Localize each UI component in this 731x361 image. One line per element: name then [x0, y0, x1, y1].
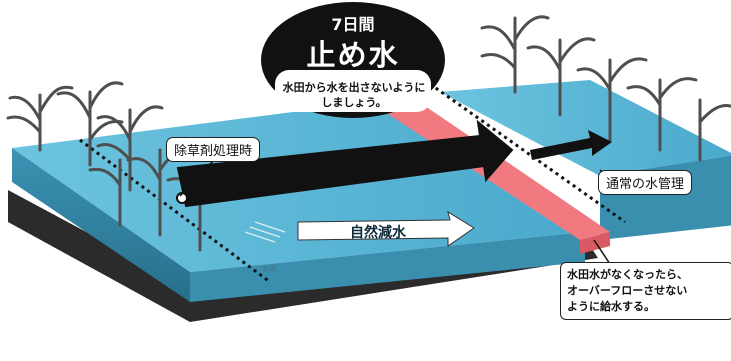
- refill-note-line2: オーバーフローさせない: [567, 284, 688, 297]
- note-pointer: [593, 239, 611, 265]
- herbicide-arrow: [176, 119, 514, 208]
- water-front: [190, 232, 585, 302]
- title-badge: 7日間 止め水 水田から水を出さないように しましょう。: [262, 2, 444, 124]
- depth-mark: 水深: [262, 265, 276, 273]
- dotted-line-right: [429, 82, 626, 224]
- normal-management-label: 通常の水管理: [598, 170, 693, 195]
- water-ripples: [244, 221, 286, 243]
- soil-layer: [8, 190, 598, 322]
- dotted-line-left: [79, 138, 271, 284]
- badge-title: 止め水: [306, 38, 400, 72]
- badge-days: 7日間: [331, 15, 375, 34]
- refill-note-line1: 水田水がなくなったら、: [567, 268, 688, 281]
- neighbor-field-surface: [440, 80, 731, 176]
- title-badge-shape: [261, 2, 445, 118]
- herbicide-pointer: [179, 159, 215, 197]
- natural-decrease-label: 自然減水: [350, 225, 406, 241]
- normal-flow-arrow: [530, 130, 612, 160]
- natural-decrease-arrow: [297, 210, 475, 247]
- badge-note-line2: しましょう。: [321, 96, 387, 109]
- refill-note: 水田水がなくなったら、 オーバーフローさせない ように給水する。: [560, 262, 731, 320]
- water-side: [12, 148, 190, 302]
- herbicide-label: 除草剤処理時: [166, 137, 261, 162]
- boundary-band-side: [580, 232, 610, 254]
- badge-note: 水田から水を出さないように しましょう。: [276, 80, 432, 110]
- rice-plants-right: [480, 15, 731, 162]
- badge-note-line1: 水田から水を出さないように: [282, 81, 426, 94]
- refill-note-line3: ように給水する。: [567, 300, 655, 313]
